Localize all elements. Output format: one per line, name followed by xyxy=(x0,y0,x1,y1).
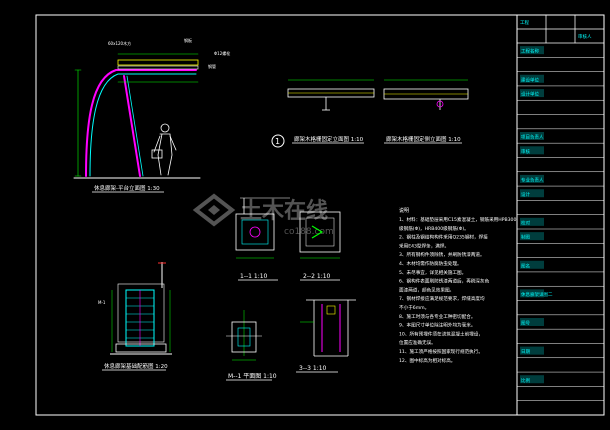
title-block-label-bg xyxy=(520,189,544,198)
title-block-label: 审核 xyxy=(521,148,530,155)
watermark-url: co188.com xyxy=(284,227,334,237)
title-block-label: 比例 xyxy=(521,377,530,384)
title-block-label: 校对 xyxy=(521,219,530,226)
title-block-label: 日期 xyxy=(521,349,530,355)
title-block-label-bg xyxy=(520,232,544,241)
detail-marker: 1 xyxy=(275,137,280,146)
title-block-label: 建设单位 xyxy=(521,76,539,83)
foundation-title: 休息廊架基础配筋图 1:20 xyxy=(104,362,168,370)
wood-side-view xyxy=(383,79,469,110)
title-block-label: 图号 xyxy=(521,321,530,327)
title-block: 工程审核人工程名称建设单位设计单位项目负责人审核专业负责人设计校对制图图名休息廊… xyxy=(516,14,605,416)
wood-profile-view: 1 xyxy=(271,79,375,148)
title-block-label-bg xyxy=(520,317,544,327)
notes-line: 11、施工须严格按照国家现行规范执行。 xyxy=(399,348,483,355)
title-block-label: 设计单位 xyxy=(521,91,539,98)
title-block-label: 设计 xyxy=(521,191,530,198)
watermark-logo-icon xyxy=(192,193,236,227)
title-block-label: 休息廊架详图二 xyxy=(521,291,553,298)
notes-line: 1、材料：基础垫层采用C15素混凝土，钢筋采用HPB300 xyxy=(399,216,516,223)
title-block-header-text: 工程 xyxy=(520,19,529,26)
detail-3-3-title: 3--3 1:10 xyxy=(299,365,327,372)
watermark-text: 土木在线 xyxy=(240,198,328,224)
notes-line: 7、钢材焊接应满足规范要求，焊缝高度均 xyxy=(399,295,485,302)
notes-line: 2、钢柱及钢结构构件采用Q235钢材，焊接 xyxy=(399,234,488,241)
notes-line: 6、钢构件表面刷防锈漆两道后，再刷深灰色 xyxy=(399,278,490,285)
title-block-label-bg xyxy=(520,174,544,183)
title-block-label: 图名 xyxy=(521,262,530,269)
notes-line: 面漆两道，颜色见效果图。 xyxy=(399,286,454,293)
notes-line: 4、木材均需作防腐防虫处理。 xyxy=(399,260,462,267)
title-block-label: 专业负责人 xyxy=(521,176,544,183)
title-block-label-bg xyxy=(520,289,544,298)
title-block-label-bg xyxy=(520,260,544,269)
section-m-1-view xyxy=(226,310,262,361)
title-block-label-bg xyxy=(520,89,544,98)
detail-marker-circle xyxy=(271,134,285,148)
notes-title: 说明 xyxy=(399,207,409,214)
title-block-label-bg xyxy=(520,74,544,83)
notes-line: 位置应准确无误。 xyxy=(399,339,436,346)
notes-line: 9、本图尺寸单位除注明外均为毫米。 xyxy=(399,322,475,329)
svg-text:60x120木方: 60x120木方 xyxy=(108,40,131,46)
section-2-2-view xyxy=(299,211,341,259)
svg-text:M-1: M-1 xyxy=(98,300,106,305)
title-block-label-bg xyxy=(520,131,544,141)
notes-line: 3、所有钢构件须除锈，并刷防锈漆两道。 xyxy=(399,251,485,258)
watermark: 土木在线 co188.com xyxy=(192,193,334,237)
notes-line: 级钢筋(Φ)，HRB400级钢筋(Φ)。 xyxy=(399,225,469,232)
notes-line: 不小于6mm。 xyxy=(399,304,429,311)
title-block-label-bg xyxy=(520,217,544,226)
section-1-1-view xyxy=(235,197,290,259)
notes-line: 采用E43型焊条，满焊。 xyxy=(399,242,449,249)
notes-line: 12、图中标高为相对标高。 xyxy=(399,357,455,364)
title-block-label: 制图 xyxy=(521,234,530,241)
section-1-1-title: 1--1 1:10 xyxy=(240,273,268,280)
notes-line: 8、施工时须与各专业工种密切配合。 xyxy=(399,313,475,320)
svg-text:钢板: 钢板 xyxy=(184,37,192,43)
notes-line: 5、未尽事宜，详见相关施工图。 xyxy=(399,269,466,276)
notes-block: 说明 1、材料：基础垫层采用C15素混凝土，钢筋采用HPB300 级钢筋(Φ)，… xyxy=(399,207,516,364)
wood-side-title: 廊架木格栅固定侧立面图 1:10 xyxy=(386,135,461,143)
title-block-label-bg xyxy=(520,375,544,384)
title-block-label-bg xyxy=(520,146,544,155)
detail-3-3-view xyxy=(300,299,356,357)
notes-line: 10、所有预埋件须在浇筑混凝土前埋设， xyxy=(399,330,483,337)
elevation-view: 60x120木方 钢板 Φ12螺栓 钢管 xyxy=(73,37,230,179)
human-figure-icon xyxy=(151,123,177,176)
title-block-header-text: 审核人 xyxy=(578,33,592,40)
foundation-view: M-1 xyxy=(98,262,172,355)
elevation-title: 休息廊架-平台立面图 1:30 xyxy=(94,184,160,192)
title-block-label-bg xyxy=(520,346,544,355)
section-m-1-title: M--1 平面图 1:10 xyxy=(228,373,277,380)
svg-text:钢管: 钢管 xyxy=(208,63,216,69)
title-block-label: 项目负责人 xyxy=(521,134,544,141)
svg-text:Φ12螺栓: Φ12螺栓 xyxy=(214,50,230,56)
title-block-label-bg xyxy=(520,46,544,55)
wood-profile-title: 廊架木格栅固定立面图 1:10 xyxy=(294,135,364,143)
section-2-2-title: 2--2 1:10 xyxy=(303,273,331,280)
title-block-label: 工程名称 xyxy=(521,48,539,55)
